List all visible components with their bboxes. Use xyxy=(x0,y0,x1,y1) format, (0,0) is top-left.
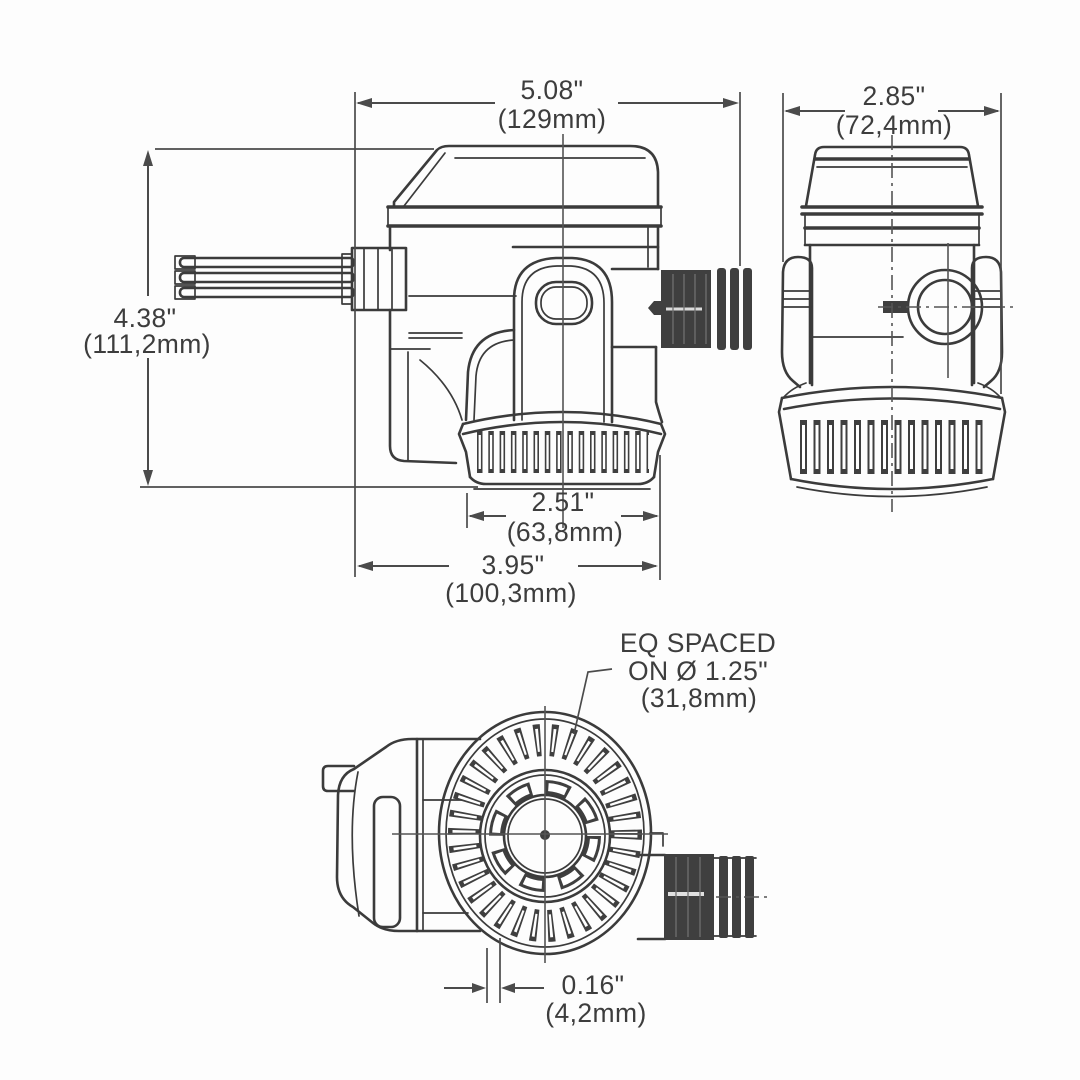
dimension-overall-height: 4.38" (111,2mm) xyxy=(83,148,478,488)
side-clips xyxy=(780,255,1004,389)
dimension-overall-width: 5.08" (129mm) xyxy=(354,75,741,577)
pump-head xyxy=(464,256,614,424)
dimension-front-width: 2.85" (72,4mm) xyxy=(782,81,1002,394)
note-eq-line1: EQ SPACED xyxy=(620,628,776,658)
outlet-port-side xyxy=(648,268,752,350)
note-eq-line2: ON Ø 1.25" xyxy=(628,656,768,686)
strainer-side xyxy=(457,410,667,490)
dim-strainer-width-mm: (63,8mm) xyxy=(507,517,624,547)
dim-overall-width-mm: (129mm) xyxy=(498,104,607,134)
dim-base-width-mm: (100,3mm) xyxy=(445,578,577,608)
dim-overall-width-in: 5.08" xyxy=(521,75,584,105)
motor-bottom xyxy=(321,737,482,933)
dim-front-width-in: 2.85" xyxy=(863,81,926,111)
wire-gland xyxy=(341,246,408,312)
side-band xyxy=(386,205,663,228)
front-view xyxy=(777,135,1014,512)
dim-strainer-width-in: 2.51" xyxy=(532,487,595,517)
dim-mount-offset-in: 0.16" xyxy=(562,970,625,1000)
dimension-strainer-width: 2.51" (63,8mm) xyxy=(466,455,661,580)
dim-overall-height-mm: (111,2mm) xyxy=(83,329,211,359)
bottom-view xyxy=(321,706,772,963)
note-eq-line3: (31,8mm) xyxy=(641,683,758,713)
dimension-base-width: 3.95" (100,3mm) xyxy=(357,550,658,608)
wires xyxy=(174,255,356,300)
dim-base-width-in: 3.95" xyxy=(482,550,545,580)
side-body xyxy=(388,224,664,465)
bottom-crosshair xyxy=(392,706,668,963)
front-body xyxy=(783,243,1001,398)
strainer-bottom xyxy=(392,706,668,963)
outlet-port-bottom xyxy=(636,832,772,941)
side-motor-cap xyxy=(392,144,660,208)
dim-overall-height-in: 4.38" xyxy=(114,303,177,333)
outlet-port-front xyxy=(878,243,1014,378)
dimension-mount-offset: 0.16" (4,2mm) xyxy=(444,938,646,1028)
dim-mount-offset-mm: (4,2mm) xyxy=(545,998,646,1028)
note-eq-spaced: EQ SPACED ON Ø 1.25" (31,8mm) xyxy=(573,628,776,735)
side-view xyxy=(174,134,752,528)
dim-front-width-mm: (72,4mm) xyxy=(836,110,953,140)
